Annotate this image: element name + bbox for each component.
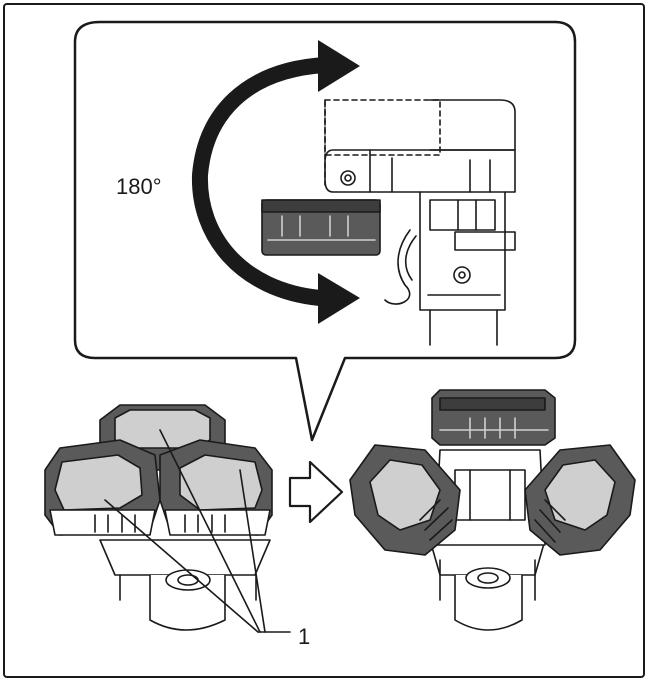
charger-assembly-before [44, 404, 291, 633]
right-arrow-icon [288, 460, 344, 524]
charger-detail [261, 99, 516, 346]
callout-number-label: 1 [298, 624, 310, 649]
charger-assembly-after [349, 389, 636, 631]
rotate-arrow-icon [191, 40, 360, 324]
battery-left [44, 439, 161, 536]
battery-right [159, 439, 273, 536]
battery-top-right [431, 389, 556, 446]
battery-right-tilted [524, 444, 636, 556]
battery-left-tilted [349, 444, 461, 556]
outer-frame [3, 3, 645, 678]
callout-bubble [73, 20, 577, 442]
rotation-angle-label: 180° [116, 174, 162, 199]
